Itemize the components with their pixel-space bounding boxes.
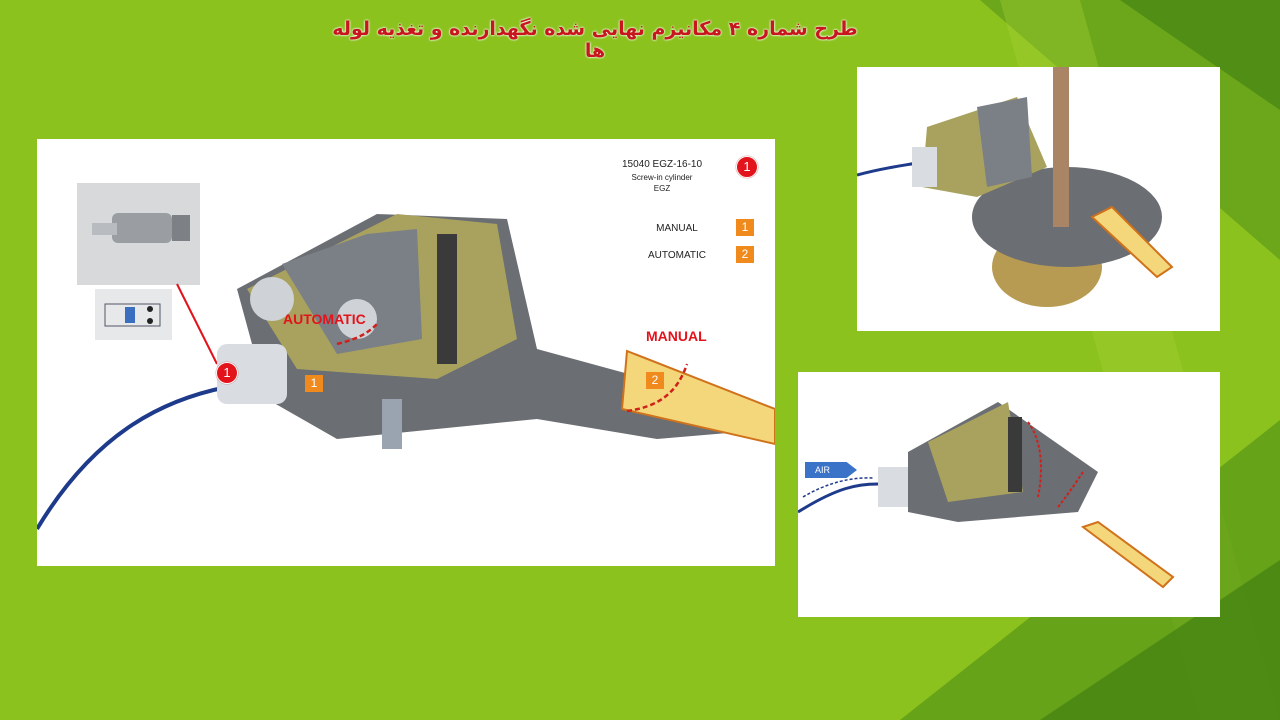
legend-manual-badge: 1 xyxy=(736,219,754,236)
top-view-figure xyxy=(857,67,1220,331)
legend-part-type: EGZ xyxy=(653,184,671,193)
main-mechanism-figure: 15040 EGZ-16-10 Screw-in cylinder EGZ 1 … xyxy=(37,139,775,566)
legend-manual-label: MANUAL xyxy=(656,223,698,234)
legend-part-desc: Screw-in cylinder xyxy=(631,173,693,182)
mechanism-drawing xyxy=(37,214,775,531)
side-view-figure: AIR xyxy=(798,372,1220,617)
mechanism-with-tube-drawing xyxy=(857,67,1174,307)
manual-callout: MANUAL xyxy=(646,328,707,344)
cylinder-photo xyxy=(77,183,200,285)
automatic-position-badge: 1 xyxy=(305,375,323,392)
legend-automatic-label: AUTOMATIC xyxy=(648,250,706,261)
cylinder-badge: 1 xyxy=(216,362,238,384)
legend-automatic-badge: 2 xyxy=(736,246,754,263)
air-arrow-label: AIR xyxy=(805,462,857,478)
manual-position-badge: 2 xyxy=(646,372,664,389)
slide-title: طرح شماره ۴ مکانیزم نهایی شده نگهدارنده … xyxy=(332,18,858,62)
automatic-callout: AUTOMATIC xyxy=(283,311,366,327)
cylinder-section-drawing xyxy=(95,289,172,340)
legend-cylinder-badge: 1 xyxy=(736,156,758,178)
legend-part-number: 15040 EGZ-16-10 xyxy=(621,159,703,170)
mechanism-air-drawing xyxy=(798,402,1175,589)
